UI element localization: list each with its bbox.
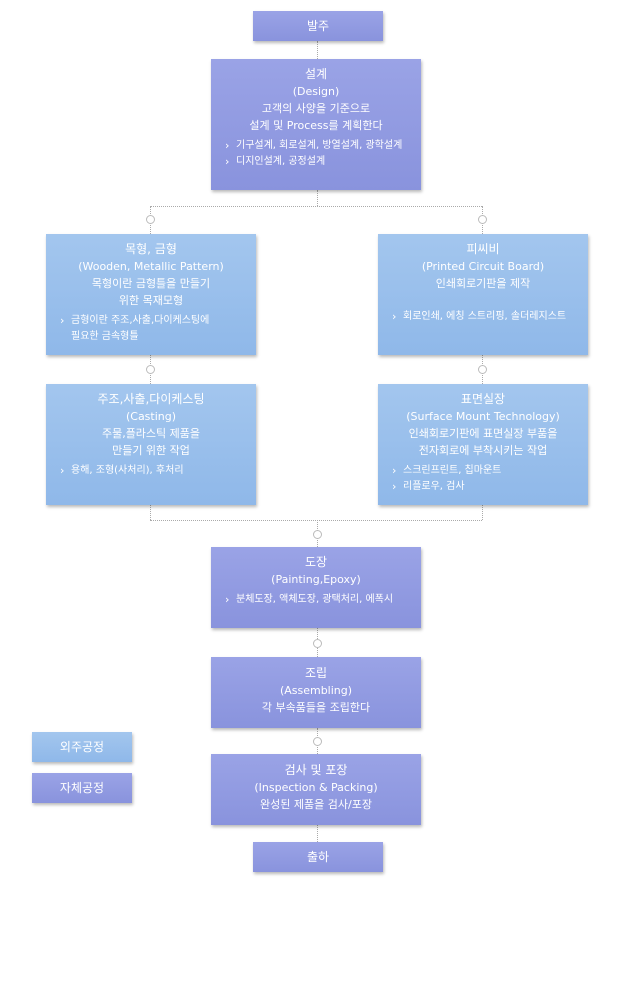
connector-dot xyxy=(146,215,155,224)
casting-desc-line: 주물,플라스틱 제품을 xyxy=(101,427,201,440)
painting-title: 도장 xyxy=(304,555,328,569)
connector-dot xyxy=(146,365,155,374)
smt-item: 리플로우, 검사 xyxy=(392,479,588,495)
painting-item: 분체도장, 액체도장, 광택처리, 에폭시 xyxy=(225,592,421,608)
pattern-item: 금형이란 주조,사출,다이케스팅에 xyxy=(60,313,256,329)
order-label: 발주 xyxy=(306,18,330,33)
pattern-box: 목형, 금형 (Wooden, Metallic Pattern) 목형이란 금… xyxy=(46,234,256,355)
connector-line xyxy=(317,825,318,842)
smt-title: 표면실장 xyxy=(460,392,506,406)
design-desc-line: 설계 및 Process를 계획한다 xyxy=(249,119,383,132)
pcb-desc-line: 인쇄회로기판을 제작 xyxy=(435,277,531,290)
connector-line xyxy=(317,41,318,59)
legend-outsourced-label: 외주공정 xyxy=(59,739,105,754)
legend-inhouse: 자체공정 xyxy=(32,773,132,803)
pcb-item: 회로인쇄, 에칭 스트리핑, 솔더레지스트 xyxy=(392,309,588,325)
connector-line xyxy=(150,206,482,207)
design-item: 디지인설계, 공정설계 xyxy=(225,154,421,170)
pcb-subtitle: (Printed Circuit Board) xyxy=(421,260,545,273)
connector-dot xyxy=(478,365,487,374)
smt-item: 스크린프린트, 칩마운트 xyxy=(392,463,588,479)
painting-subtitle: (Painting,Epoxy) xyxy=(271,573,361,586)
casting-box: 주조,사출,다이케스팅 (Casting) 주물,플라스틱 제품을 만들기 위한… xyxy=(46,384,256,505)
casting-subtitle: (Casting) xyxy=(125,410,177,423)
legend-outsourced: 외주공정 xyxy=(32,732,132,762)
connector-line xyxy=(150,505,151,520)
shipping-label: 출하 xyxy=(306,849,330,864)
inspection-title: 검사 및 포장 xyxy=(284,763,348,777)
order-box: 발주 xyxy=(253,11,383,41)
inspection-box: 검사 및 포장 (Inspection & Packing) 완성된 제품을 검… xyxy=(211,754,421,825)
pcb-box: 피씨비 (Printed Circuit Board) 인쇄회로기판을 제작 회… xyxy=(378,234,588,355)
connector-dot xyxy=(313,737,322,746)
connector-dot xyxy=(313,639,322,648)
pattern-subtitle: (Wooden, Metallic Pattern) xyxy=(78,260,224,273)
pattern-item-continued: 필요한 금속형틀 xyxy=(71,331,139,342)
design-title: 설계 xyxy=(304,67,328,81)
inspection-subtitle: (Inspection & Packing) xyxy=(254,781,378,794)
connector-line xyxy=(317,190,318,206)
design-desc-line: 고객의 사양을 기준으로 xyxy=(261,102,371,115)
assembling-title: 조립 xyxy=(304,666,328,680)
assembling-desc-line: 각 부속품들을 조립한다 xyxy=(261,701,371,714)
assembling-subtitle: (Assembling) xyxy=(279,684,353,697)
pattern-title: 목형, 금형 xyxy=(125,242,177,256)
pattern-desc-line: 위한 목재모형 xyxy=(118,294,184,307)
assembling-box: 조립 (Assembling) 각 부속품들을 조립한다 xyxy=(211,657,421,728)
smt-desc-line: 인쇄회로기판에 표면실장 부품을 xyxy=(408,427,558,440)
shipping-box: 출하 xyxy=(253,842,383,872)
connector-dot xyxy=(313,530,322,539)
smt-box: 표면실장 (Surface Mount Technology) 인쇄회로기판에 … xyxy=(378,384,588,505)
inspection-desc-line: 완성된 제품을 검사/포장 xyxy=(260,798,372,811)
connector-line xyxy=(482,505,483,520)
casting-desc-line: 만들기 위한 작업 xyxy=(112,444,190,457)
smt-desc-line: 전자회로에 부착시키는 작업 xyxy=(418,444,548,457)
pattern-desc-line: 목형이란 금형틀을 만들기 xyxy=(91,277,211,290)
connector-line xyxy=(150,520,482,521)
design-subtitle: (Design) xyxy=(292,85,340,98)
design-item: 기구설계, 회로설계, 방열설계, 광학설계 xyxy=(225,138,421,154)
painting-box: 도장 (Painting,Epoxy) 분체도장, 액체도장, 광택처리, 에폭… xyxy=(211,547,421,628)
casting-title: 주조,사출,다이케스팅 xyxy=(97,392,205,406)
smt-subtitle: (Surface Mount Technology) xyxy=(406,410,560,423)
connector-dot xyxy=(478,215,487,224)
legend-inhouse-label: 자체공정 xyxy=(59,780,105,795)
casting-item: 용해, 조형(사처리), 후처리 xyxy=(60,463,256,479)
pcb-title: 피씨비 xyxy=(466,242,500,256)
design-box: 설계 (Design) 고객의 사양을 기준으로 설계 및 Process를 계… xyxy=(211,59,421,190)
